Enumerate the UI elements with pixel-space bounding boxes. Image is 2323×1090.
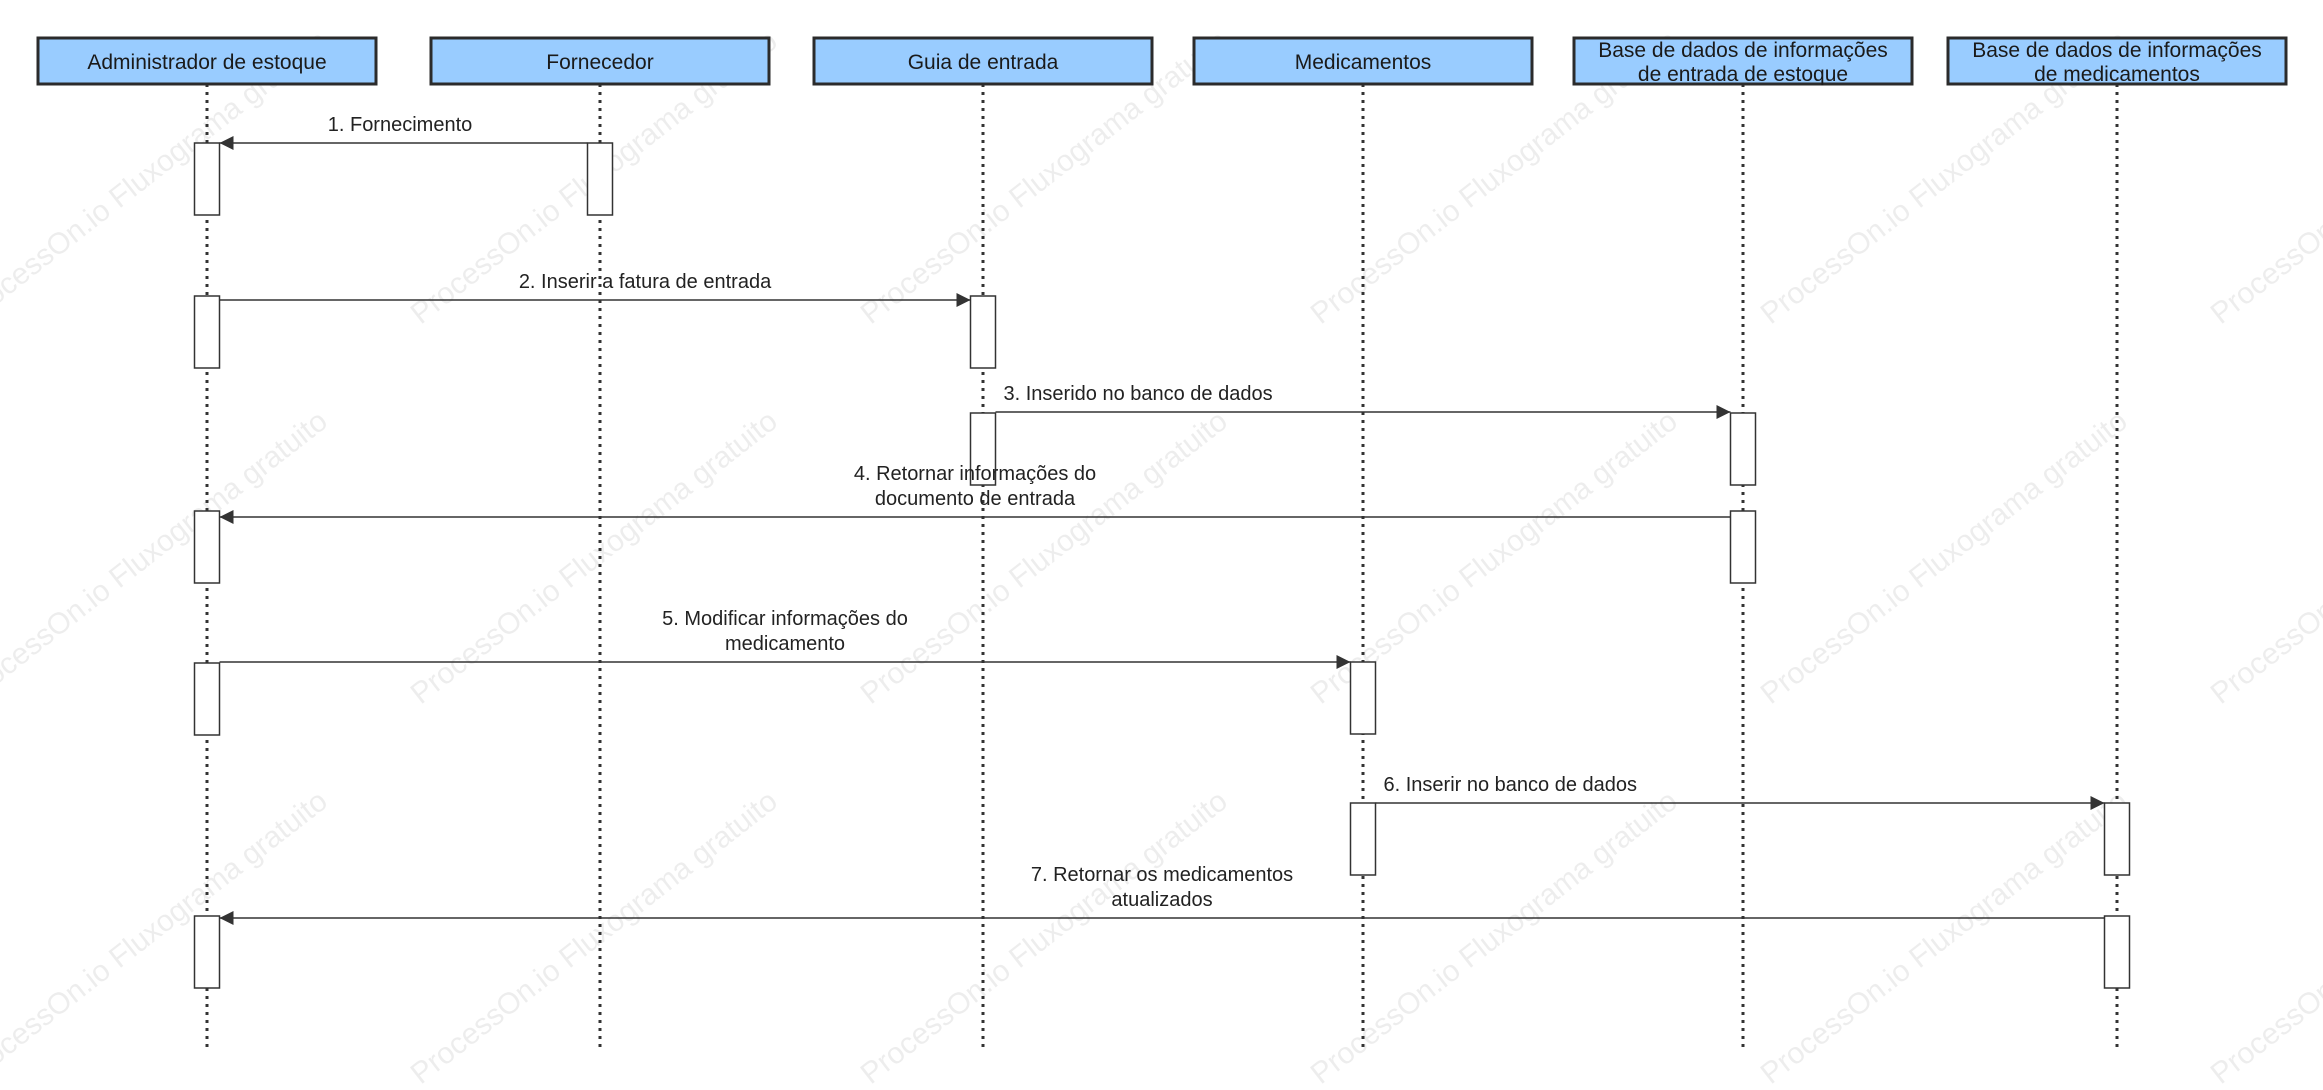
message-label: 7. Retornar os medicamentos xyxy=(1031,864,1293,886)
activation-bar-medicines xyxy=(1349,661,1377,735)
activation-bar-admin xyxy=(193,510,221,584)
participant-supplier: Fornecedor xyxy=(429,36,771,86)
message-4: 4. Retornar informações do documento de e… xyxy=(219,463,1731,524)
watermark-layer: ProcessOn.io Fluxograma gratuitoProcessO… xyxy=(0,24,2323,1090)
participant-label: Fornecedor xyxy=(546,51,653,74)
message-label: documento de entrada xyxy=(875,488,1076,510)
activation-bar-stock_entry_db xyxy=(1729,510,1757,584)
participant-label: Medicamentos xyxy=(1295,51,1432,74)
participant-box xyxy=(1572,36,1914,86)
activation-bar-admin xyxy=(193,915,221,989)
message-label: 5. Modificar informações do xyxy=(662,608,908,630)
watermark-text: ProcessOn.io Fluxograma gratuito xyxy=(855,784,1234,1090)
participant-box xyxy=(1946,36,2288,86)
participant-box xyxy=(429,36,771,86)
message-5: 5. Modificar informações do medicamento xyxy=(219,608,1351,669)
watermark-text: ProcessOn.io Fluxograma gratuito xyxy=(1755,404,2134,710)
participant-label: Administrador de estoque xyxy=(87,51,326,74)
message-1: 1. Fornecimento xyxy=(219,114,588,150)
message-label: atualizados xyxy=(1111,889,1212,911)
participant-label: Base de dados de informações xyxy=(1598,39,1888,62)
participant-box xyxy=(812,36,1154,86)
participant-label: de medicamentos xyxy=(2034,63,2200,86)
activation-bar-medicine_db xyxy=(2103,915,2131,989)
activation-bar-admin xyxy=(193,295,221,369)
watermark-text: ProcessOn.io Fluxograma gratuito xyxy=(2205,404,2323,710)
participant-medicines: Medicamentos xyxy=(1192,36,1534,86)
message-label: 6. Inserir no banco de dados xyxy=(1384,774,1638,796)
message-3: 3. Inserido no banco de dados xyxy=(995,383,1731,419)
message-6: 6. Inserir no banco de dados xyxy=(1375,774,2105,810)
participant-admin: Administrador de estoque xyxy=(36,36,378,86)
participants: Administrador de estoque Fornecedor Guia d… xyxy=(36,36,2288,86)
watermark-text: ProcessOn.io Fluxograma gratuito xyxy=(0,784,334,1090)
watermark-text: ProcessOn.io Fluxograma gratuito xyxy=(405,784,784,1090)
activation-bar-stock_entry_db xyxy=(1729,412,1757,486)
participant-entry_guide: Guia de entrada xyxy=(812,36,1154,86)
message-label: 4. Retornar informações do xyxy=(854,463,1096,485)
watermark-text: ProcessOn.io Fluxograma gratuito xyxy=(1755,784,2134,1090)
watermark-text: ProcessOn.io Fluxograma gratuito xyxy=(855,404,1234,710)
activation-bar-medicine_db xyxy=(2103,802,2131,876)
activation-bar-entry_guide xyxy=(969,412,997,486)
watermark-text: ProcessOn.io Fluxograma gratuito xyxy=(2205,784,2323,1090)
participant-label: Base de dados de informações xyxy=(1972,39,2262,62)
activation-bar-supplier xyxy=(586,142,614,216)
message-2: 2. Inserir a fatura de entrada xyxy=(219,271,971,307)
messages: 1. Fornecimento 2. Inserir a fatura de en… xyxy=(219,114,2105,925)
activation-bar-medicines xyxy=(1349,802,1377,876)
participant-label: de entrada de estoque xyxy=(1638,63,1848,86)
activation-bar-entry_guide xyxy=(969,295,997,369)
message-7: 7. Retornar os medicamentos atualizados xyxy=(219,864,2105,925)
message-label: 3. Inserido no banco de dados xyxy=(1004,383,1273,405)
activation-bar-admin xyxy=(193,142,221,216)
message-label: medicamento xyxy=(725,633,845,655)
watermark-text: ProcessOn.io Fluxograma gratuito xyxy=(405,404,784,710)
participant-label: Guia de entrada xyxy=(908,51,1059,74)
message-label: 1. Fornecimento xyxy=(328,114,473,136)
watermark-text: ProcessOn.io Fluxograma gratuito xyxy=(0,404,334,710)
message-label: 2. Inserir a fatura de entrada xyxy=(519,271,772,293)
participant-box xyxy=(36,36,378,86)
activation-bar-admin xyxy=(193,662,221,736)
participant-box xyxy=(1192,36,1534,86)
activation-bars xyxy=(193,142,2131,989)
